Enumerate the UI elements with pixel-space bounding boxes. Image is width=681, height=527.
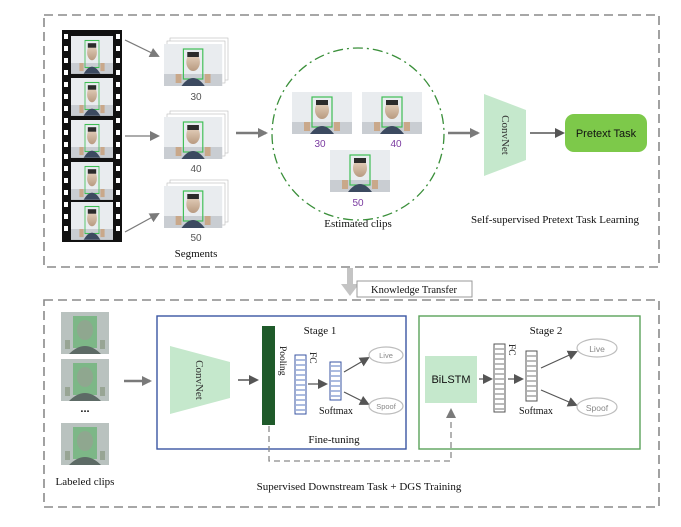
softmax1-label: Softmax (319, 406, 353, 417)
live1-label: Live (379, 351, 393, 360)
convnet-top (484, 94, 526, 176)
live1-node (368, 346, 404, 364)
labeled-clips-ellipsis: ... (80, 403, 89, 415)
convnet-bottom-label: ConvNet (193, 360, 205, 400)
spoof1-node (368, 397, 404, 415)
segment-stack-3 (163, 179, 229, 229)
segment-label-50: 50 (190, 233, 202, 244)
convnet-top-label: ConvNet (499, 115, 511, 155)
fc2-label: FC (506, 344, 516, 356)
estimated-clip-2 (361, 91, 423, 135)
pretext-task-box (565, 114, 647, 152)
stage2-title: Stage 2 (530, 325, 563, 337)
softmax2-layer (525, 350, 538, 402)
segment-label-30: 30 (190, 92, 202, 103)
spoof1-label: Spoof (376, 402, 397, 411)
knowledge-transfer-box (356, 280, 473, 298)
video-film-strip (62, 30, 122, 242)
pooling-label: Pooling (277, 346, 287, 376)
softmax2-label: Softmax (519, 406, 553, 417)
estimated-label-40: 40 (390, 139, 402, 150)
arrow-to-spoof1 (343, 391, 370, 405)
arrow-to-segment-3 (124, 213, 160, 233)
stage1-box (156, 315, 407, 450)
estimated-clips-caption: Estimated clips (324, 218, 392, 230)
arrow-to-live1 (343, 356, 370, 373)
arrow-to-segment-1 (124, 39, 160, 58)
segments-caption: Segments (175, 248, 218, 260)
bottom-panel-border (43, 299, 660, 508)
top-panel-caption: Self-supervised Pretext Task Learning (471, 214, 639, 226)
pooling-bar (262, 326, 275, 425)
arrow-to-live2 (540, 350, 578, 369)
segment-label-40: 40 (190, 164, 202, 175)
estimated-clip-1 (291, 91, 353, 135)
arrow-to-spoof2 (540, 389, 578, 407)
bottom-panel-caption: Supervised Downstream Task + DGS Trainin… (257, 481, 462, 493)
transfer-arrow-head (341, 284, 359, 296)
labeled-clip-1 (61, 312, 109, 354)
bilstm-label: BiLSTM (431, 374, 470, 386)
fc1-layer (294, 354, 307, 415)
live2-node (576, 338, 618, 358)
fc2-layer (493, 343, 506, 413)
spoof2-label: Spoof (586, 403, 609, 413)
segment-stack-1 (163, 37, 229, 87)
spoof2-node (576, 397, 618, 417)
estimated-clip-3 (329, 149, 391, 193)
segment-stack-2 (163, 110, 229, 160)
pooling-to-bilstm-connector (268, 408, 456, 462)
labeled-clip-3 (61, 423, 109, 465)
estimated-label-50: 50 (352, 198, 364, 209)
labeled-clips-caption: Labeled clips (56, 476, 115, 488)
estimated-clips-circle (271, 47, 445, 221)
fc1-label: FC (307, 352, 317, 364)
finetuning-label: Fine-tuning (308, 434, 360, 446)
pretext-task-label: Pretext Task (576, 128, 637, 140)
stage1-title: Stage 1 (304, 325, 337, 337)
labeled-clip-2 (61, 359, 109, 401)
convnet-bottom (170, 346, 230, 414)
estimated-label-30: 30 (314, 139, 326, 150)
bilstm-box (425, 356, 477, 403)
stage2-box (418, 315, 641, 450)
softmax1-layer (329, 361, 342, 401)
knowledge-transfer-label: Knowledge Transfer (371, 285, 458, 296)
live2-label: Live (589, 344, 605, 354)
